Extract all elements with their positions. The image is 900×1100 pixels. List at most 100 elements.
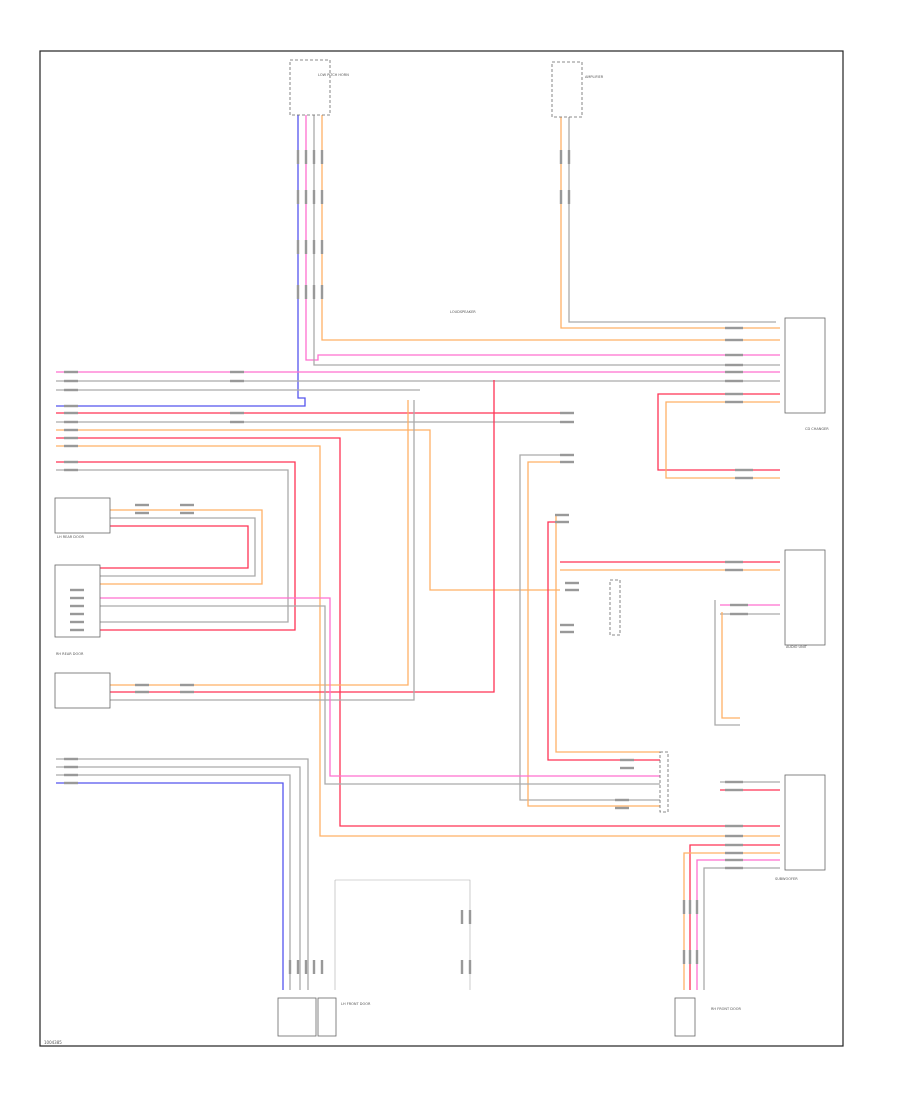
wire-gray-26 — [714, 600, 740, 726]
label-tick-13 — [725, 379, 743, 383]
label-tick-49 — [70, 596, 84, 600]
label-4: CD CHANGER — [805, 427, 829, 431]
label-tick-45 — [135, 690, 149, 694]
label-tick-17 — [735, 476, 753, 480]
wire-gray-5 — [568, 115, 776, 323]
label-tick-36 — [725, 843, 743, 847]
label-tick-4 — [560, 411, 574, 415]
footer-code: 1004385 — [44, 1040, 62, 1045]
label-tick-92 — [312, 960, 316, 974]
label-tick-32 — [615, 798, 629, 802]
label-1: LOW PITCH HORN — [318, 73, 349, 77]
label-tick-67 — [64, 773, 78, 777]
label-tick-38 — [725, 858, 743, 862]
label-10: RH FRONT DOOR — [711, 1007, 741, 1011]
wire-red-14 — [56, 461, 296, 631]
label-tick-37 — [725, 851, 743, 855]
label-tick-30 — [725, 780, 743, 784]
component-group — [54, 59, 826, 1037]
label-tick-21 — [725, 568, 743, 572]
wire-pink-1 — [305, 115, 780, 361]
wire-orange-27 — [721, 612, 740, 719]
label-tick-76 — [320, 190, 324, 204]
label-tick-35 — [725, 834, 743, 838]
label-tick-63 — [64, 460, 78, 464]
label-tick-89 — [288, 960, 292, 974]
label-tick-24 — [560, 623, 574, 627]
label-tick-86 — [567, 150, 571, 164]
component-box-3 — [784, 549, 826, 646]
label-tick-70 — [304, 150, 308, 164]
wire-gray-38 — [56, 766, 301, 990]
label-tick-83 — [312, 285, 316, 299]
label-tick-72 — [320, 150, 324, 164]
wire-red-42 — [689, 844, 780, 990]
label-tick-90 — [296, 960, 300, 974]
component-box-12 — [659, 751, 669, 813]
label-tick-0 — [230, 370, 244, 374]
wire-gray-35 — [100, 605, 660, 785]
label-tick-39 — [725, 866, 743, 870]
wire-red-20 — [547, 521, 660, 761]
label-tick-33 — [615, 806, 629, 810]
wire-gray-39 — [56, 758, 309, 990]
label-9: LH FRONT DOOR — [341, 1002, 371, 1006]
label-tick-41 — [135, 511, 149, 515]
label-tick-22 — [565, 581, 579, 585]
label-tick-95 — [468, 910, 472, 924]
label-tick-52 — [70, 620, 84, 624]
label-3: LOUDSPEAKER — [450, 310, 476, 314]
label-tick-23 — [565, 588, 579, 592]
wire-orange-3 — [321, 115, 780, 341]
wire-pink-34 — [100, 597, 660, 777]
wire-red-16 — [657, 393, 780, 471]
label-tick-68 — [64, 781, 78, 785]
label-tick-42 — [180, 503, 194, 507]
label-7: AUDIO UNIT — [786, 645, 808, 649]
wire-gray-15 — [56, 469, 289, 623]
label-tick-75 — [312, 190, 316, 204]
component-box-4 — [784, 774, 826, 871]
wire-orange-43 — [683, 852, 780, 990]
label-8: SUBWOOFER — [775, 877, 798, 881]
label-tick-57 — [64, 404, 78, 408]
label-tick-71 — [312, 150, 316, 164]
component-box-10 — [674, 997, 696, 1037]
label-tick-62 — [64, 444, 78, 448]
label-tick-group — [64, 150, 753, 974]
component-box-0 — [289, 59, 331, 116]
label-tick-20 — [725, 560, 743, 564]
label-tick-103 — [695, 950, 699, 964]
component-box-9 — [317, 997, 337, 1037]
label-tick-82 — [304, 285, 308, 299]
label-tick-79 — [312, 240, 316, 254]
label-tick-16 — [735, 468, 753, 472]
label-tick-80 — [320, 240, 324, 254]
label-tick-14 — [725, 392, 743, 396]
wire-gray-45 — [703, 867, 780, 990]
label-tick-73 — [296, 190, 300, 204]
wire-orange-4 — [560, 115, 780, 329]
label-tick-99 — [688, 900, 692, 914]
label-tick-97 — [468, 960, 472, 974]
wire-gray-33 — [110, 400, 415, 701]
label-tick-74 — [304, 190, 308, 204]
label-tick-78 — [304, 240, 308, 254]
wire-red-12 — [56, 437, 780, 827]
wire-orange-11 — [56, 429, 560, 591]
label-tick-12 — [725, 370, 743, 374]
label-tick-29 — [620, 766, 634, 770]
label-tick-31 — [725, 788, 743, 792]
label-tick-26 — [730, 603, 748, 607]
label-tick-61 — [64, 436, 78, 440]
label-tick-100 — [695, 900, 699, 914]
label-tick-58 — [64, 411, 78, 415]
wire-gray-18 — [519, 454, 660, 801]
wire-group — [56, 115, 780, 990]
wire-orange-13 — [56, 445, 780, 837]
label-tick-94 — [460, 910, 464, 924]
label-tick-56 — [64, 388, 78, 392]
label-tick-65 — [64, 757, 78, 761]
label-tick-25 — [560, 630, 574, 634]
